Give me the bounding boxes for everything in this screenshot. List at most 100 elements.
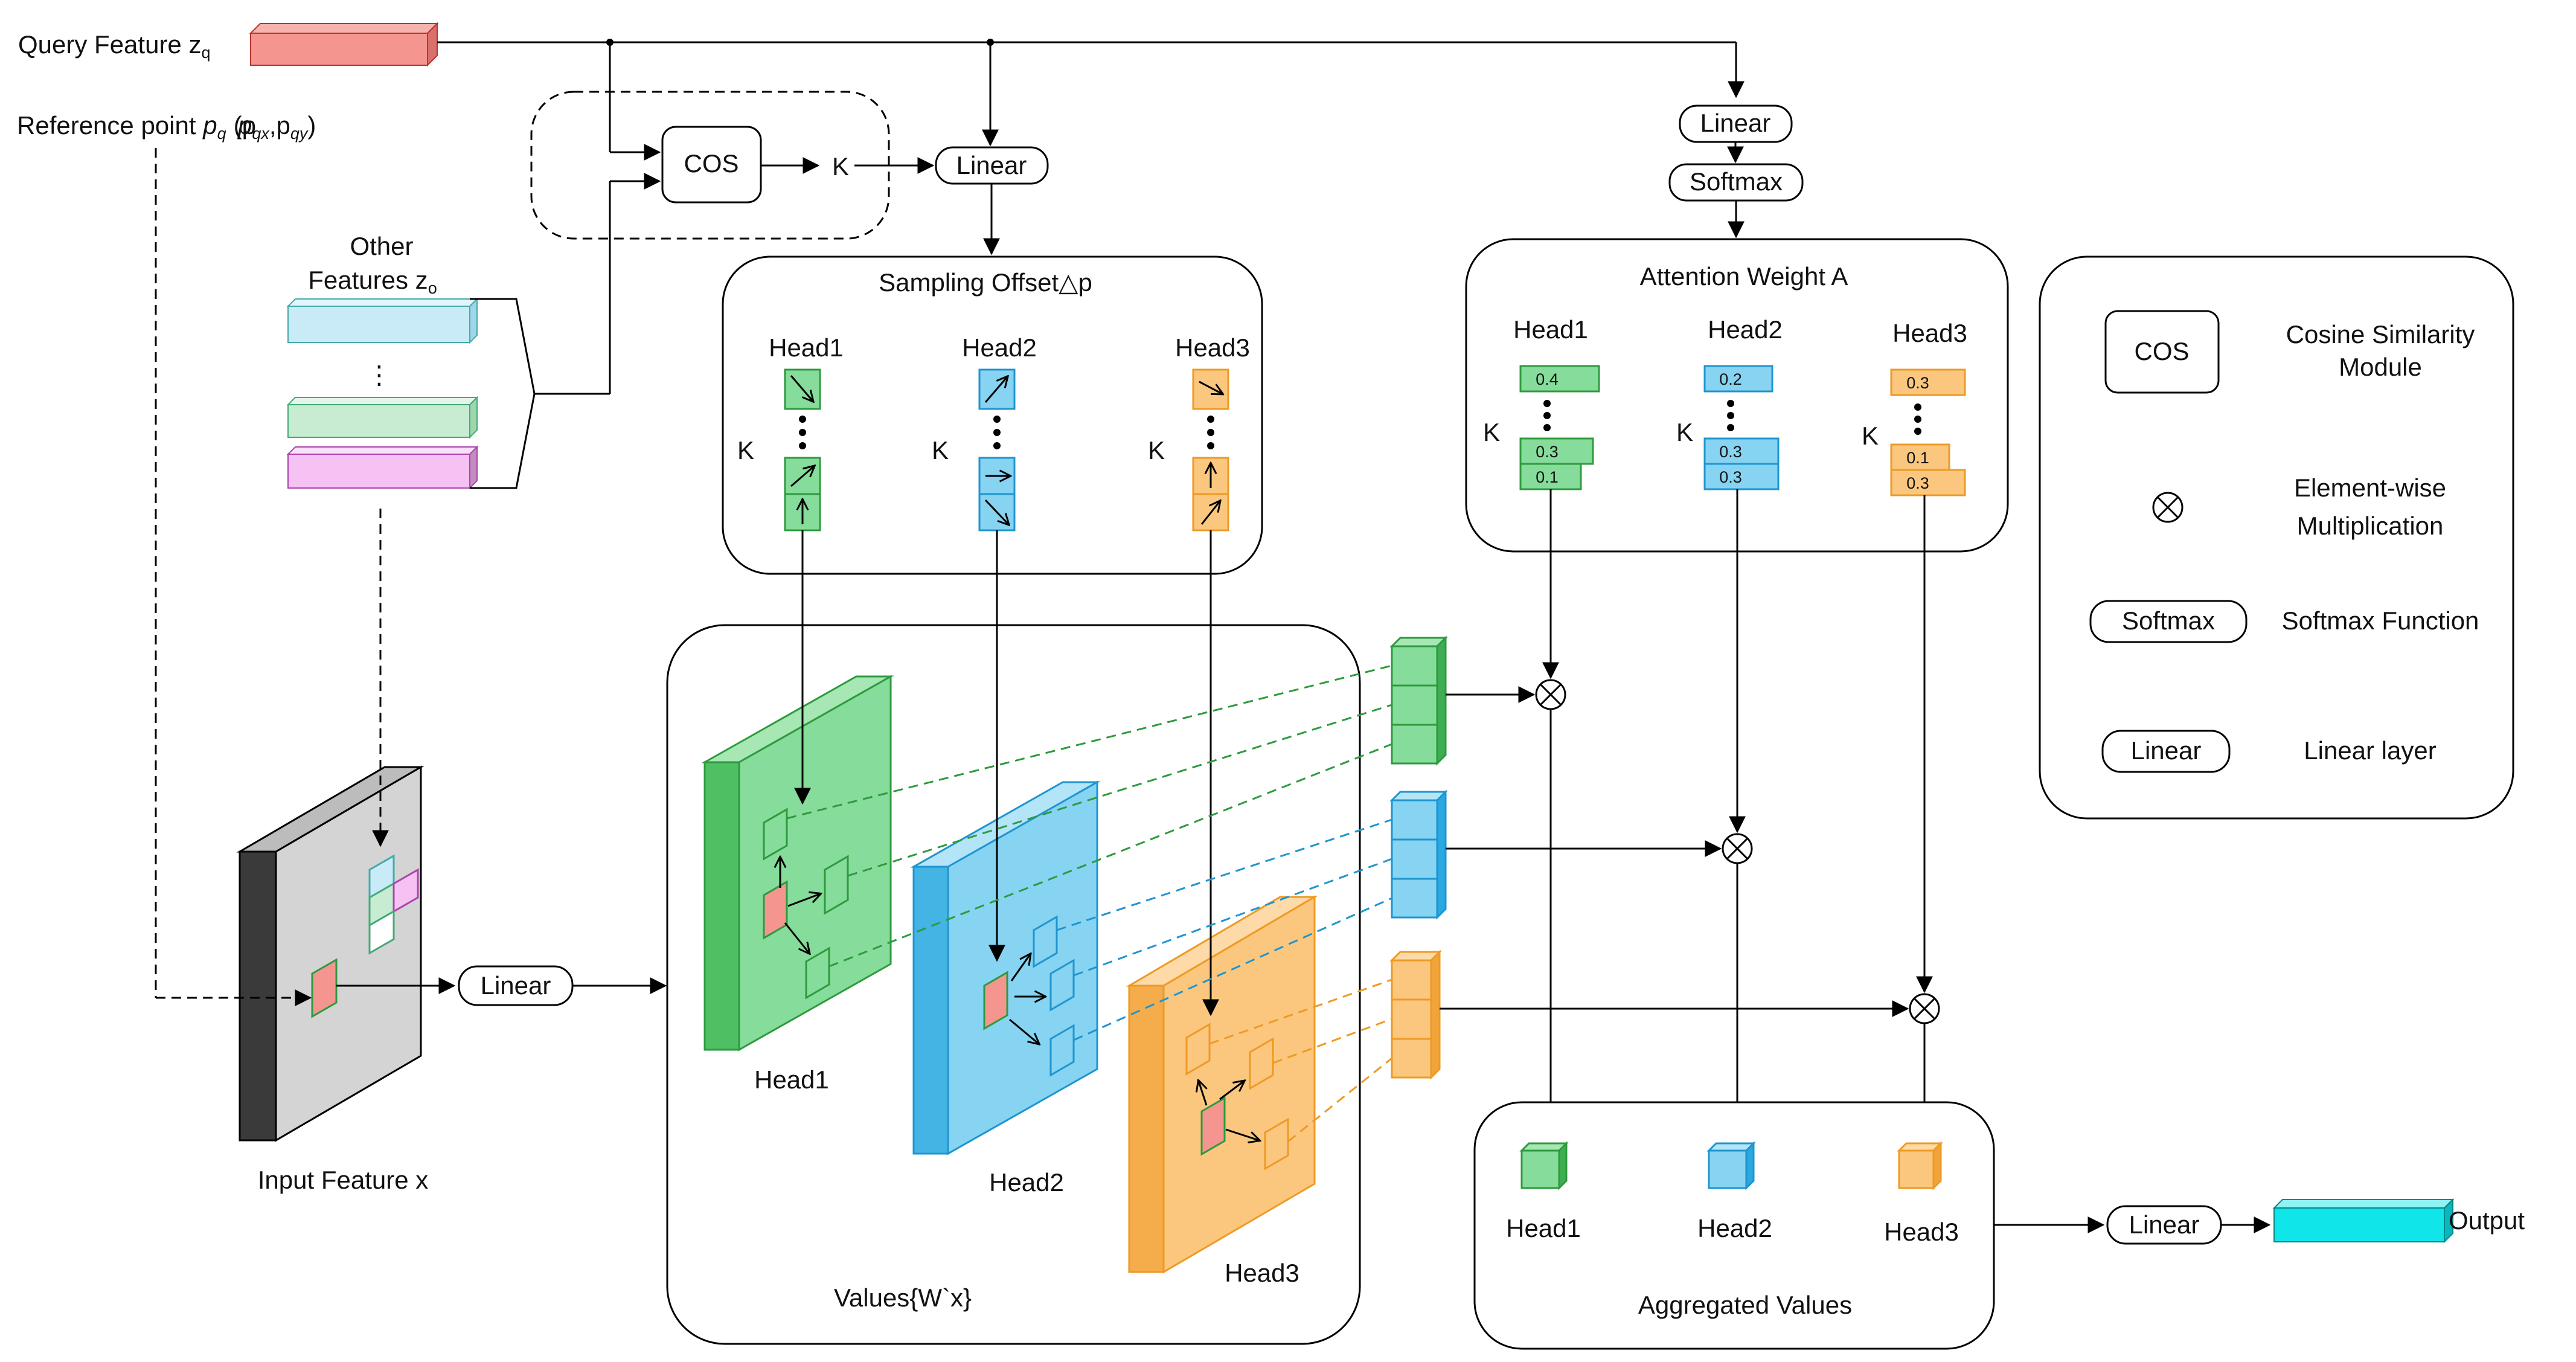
values-label: Values{W`x} (834, 1283, 972, 1312)
values-head3-cells (1185, 1023, 1289, 1171)
input-linear-label: Linear (481, 971, 551, 1000)
legend-softmax-symbol (2089, 600, 2248, 643)
input-feature-label: Input Feature x (258, 1166, 429, 1194)
output-bar (2272, 1198, 2455, 1244)
sampled-stack-blue (1389, 789, 1448, 920)
offset-k-label-2: K (932, 436, 949, 464)
attention-head2-weights: 0.2 0.3 0.3 (1703, 365, 1780, 490)
legend-softmax-desc: Softmax Function (2282, 606, 2479, 635)
legend-mult-desc-1: Element-wise (2294, 474, 2446, 502)
values-head3-arrows (1199, 1081, 1259, 1140)
values-head1-plate (701, 675, 894, 1052)
sampled-stack-green (1389, 635, 1448, 766)
aggregated-cube-head2 (1706, 1141, 1756, 1190)
offset-to-values-arrows (794, 530, 1219, 1017)
other-features-label-2: Features zo (308, 266, 437, 297)
attention-head1-weights: 0.4 0.3 0.1 (1519, 365, 1600, 490)
attention-head2-label: Head2 (1708, 315, 1783, 344)
legend-mult-desc-2: Multiplication (2297, 512, 2444, 540)
aggregated-cube-head3 (1897, 1141, 1943, 1190)
output-linear-label: Linear (2129, 1210, 2200, 1239)
offset-head2-arrows (984, 377, 1010, 524)
attention-weight-title: Attention Weight A (1640, 262, 1848, 291)
legend-cos-desc-2: Module (2339, 353, 2422, 381)
attention-k-label-1: K (1483, 418, 1500, 446)
attention-head3-weights: 0.3 0.1 0.3 (1890, 368, 1966, 496)
attention-head1-label: Head1 (1513, 315, 1588, 344)
cos-k-label: K (832, 152, 849, 181)
attention-h2-w3: 0.3 (1719, 468, 1742, 486)
attention-k-label-2: K (1676, 418, 1693, 446)
legend-linear-desc: Linear layer (2304, 736, 2436, 765)
values-head2-cells (983, 915, 1075, 1077)
aggregated-cube-head1 (1519, 1141, 1569, 1190)
cos-label: COS (684, 149, 739, 178)
attention-h1-w1: 0.4 (1536, 370, 1559, 388)
offset-k-label-1: K (737, 436, 754, 464)
input-feature-block (236, 765, 425, 1142)
attention-h1-w2: 0.3 (1536, 443, 1559, 461)
input-dashed-connectors (155, 148, 389, 1006)
top-connectors (437, 41, 1745, 395)
junction-dot (606, 39, 614, 46)
legend-box (2039, 255, 2514, 820)
attention-h1-w3: 0.1 (1536, 468, 1559, 486)
other-features-label-1: Other (350, 232, 413, 260)
values-head2-label: Head2 (989, 1168, 1064, 1197)
green-dashed-connectors (786, 664, 1392, 968)
legend-cos-text: COS (2134, 337, 2189, 365)
attention-h3-w1: 0.3 (1906, 374, 1929, 392)
aggregated-values-title: Aggregated Values (1638, 1291, 1852, 1319)
offset-linear-label: Linear (956, 151, 1027, 179)
output-label: Output (2449, 1206, 2525, 1235)
multiply-node-3 (1909, 993, 1940, 1024)
other-feature-bar-blue (286, 297, 479, 344)
offset-head1-dots (799, 416, 806, 449)
legend-cos-symbol (2104, 310, 2220, 394)
aggregated-head1-label: Head1 (1506, 1214, 1581, 1242)
sampling-offset-box (722, 255, 1263, 575)
orange-dashed-connectors (1209, 978, 1392, 1143)
other-feature-bar-pink (286, 445, 479, 490)
attention-h2-w1: 0.2 (1719, 370, 1742, 388)
attention-h3-w3: 0.3 (1906, 474, 1929, 492)
attention-k-label-3: K (1862, 422, 1879, 450)
attention-linear-label: Linear (1700, 109, 1771, 137)
junction-dot (987, 39, 994, 46)
offset-head3-dots (1207, 416, 1214, 449)
query-feature-bar (249, 22, 439, 67)
reference-point-label: Reference point pq(ppqx,pqy) (17, 111, 316, 143)
offset-head3-arrows (1199, 381, 1222, 525)
attention-h2-w2: 0.3 (1719, 443, 1742, 461)
multiply-connectors (1440, 489, 1933, 1142)
values-head2-arrows (1009, 954, 1045, 1044)
legend-cos-desc-1: Cosine Similarity (2286, 320, 2475, 349)
values-head1-arrows (780, 858, 820, 953)
softmax-label: Softmax (1690, 167, 1783, 196)
offset-k-label-3: K (1148, 436, 1165, 464)
offset-head2-label: Head2 (962, 333, 1037, 362)
multiply-node-1 (1535, 679, 1566, 710)
values-head3-label: Head3 (1225, 1259, 1299, 1287)
legend-multiply-icon (2152, 492, 2184, 523)
query-feature-label: Query Feature zq (18, 30, 211, 62)
multiply-node-2 (1722, 833, 1753, 864)
sampling-offset-title: Sampling Offset△p (879, 268, 1092, 297)
aggregated-head2-label: Head2 (1697, 1214, 1772, 1242)
legend-linear-text: Linear (2131, 736, 2202, 765)
legend-linear-symbol (2101, 730, 2231, 773)
legend-softmax-text: Softmax (2122, 606, 2215, 635)
input-feature-cells (311, 854, 419, 1018)
other-features-dots: ⋮ (367, 361, 392, 389)
values-head1-label: Head1 (754, 1065, 829, 1094)
aggregated-head3-label: Head3 (1884, 1218, 1959, 1246)
offset-head1-label: Head1 (769, 333, 844, 362)
offset-head2-dots (993, 416, 1001, 449)
attention-head3-label: Head3 (1892, 319, 1967, 347)
offset-head3-label: Head3 (1175, 333, 1250, 362)
other-features-brace (470, 298, 536, 489)
other-feature-bar-green (286, 396, 479, 439)
offset-head1-arrows (790, 375, 814, 524)
sampled-stack-orange (1389, 949, 1442, 1080)
